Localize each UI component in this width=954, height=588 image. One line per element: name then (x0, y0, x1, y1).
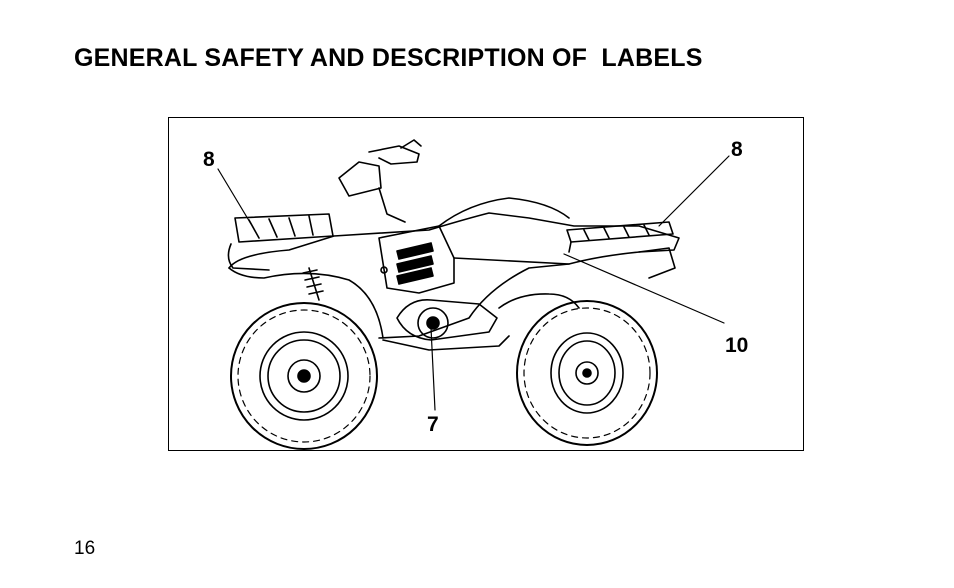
callout-front-rack-label: 8 (203, 148, 215, 171)
front-bumper (639, 248, 675, 278)
callout-rear-fender-label: 10 (725, 334, 748, 357)
handlebars (339, 140, 421, 222)
rear-shock (303, 268, 323, 300)
rear-wheel (231, 303, 377, 449)
page-number: 16 (74, 538, 95, 560)
atv-illustration: 8 8 10 7 (169, 118, 805, 452)
callout-drive-cover-label: 7 (427, 413, 439, 436)
drive-cover (397, 300, 497, 340)
front-wheel (517, 301, 657, 445)
callout-rear-rack-label: 8 (731, 138, 743, 161)
leader-lines (218, 156, 729, 410)
page-title: GENERAL SAFETY AND DESCRIPTION OF LABELS (74, 44, 703, 73)
body (229, 213, 679, 338)
atv-label-diagram: 8 8 10 7 (168, 117, 804, 451)
